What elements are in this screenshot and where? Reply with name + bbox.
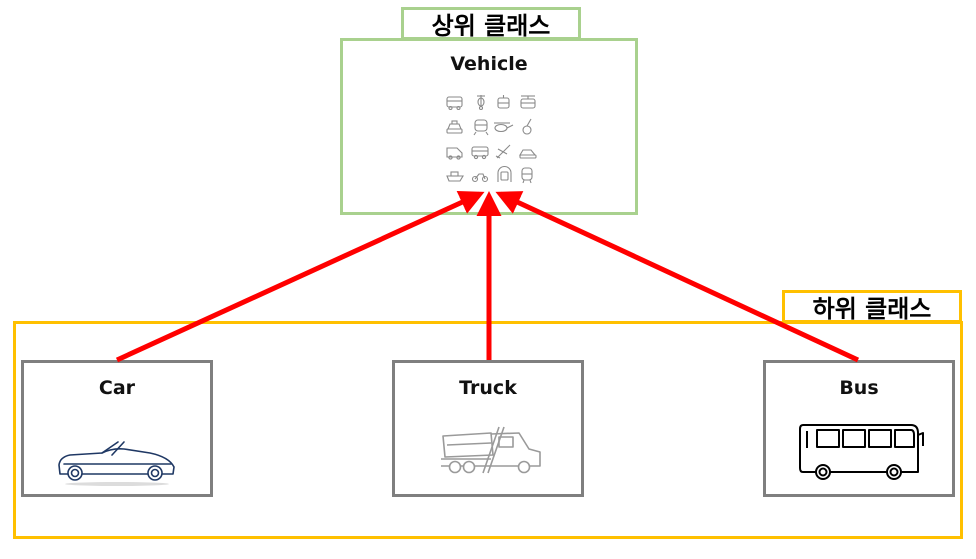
truck-box: Truck [392, 360, 584, 497]
helicopter-icon [494, 122, 514, 133]
bus-title: Bus [839, 377, 879, 399]
motorcycle-icon [471, 173, 489, 183]
van-icon [446, 147, 463, 160]
bus-box: Bus [763, 360, 955, 497]
subclass-label-text: 하위 클래스 [812, 295, 932, 323]
taxi-icon [446, 120, 463, 134]
subclass-label: 하위 클래스 [782, 290, 962, 323]
train-icon [473, 119, 489, 136]
superclass-label-text: 상위 클래스 [431, 12, 551, 40]
tram-icon [497, 95, 510, 109]
tunnel-train-icon [497, 165, 512, 182]
vehicle-title: Vehicle [450, 53, 528, 75]
minibus-icon [471, 146, 489, 160]
airplane-icon [495, 144, 511, 159]
car-title: Car [98, 377, 136, 399]
bus-icon [446, 96, 463, 111]
subway-icon [521, 167, 533, 184]
vehicle-box: Vehicle [340, 38, 638, 215]
bus-icon [799, 424, 924, 480]
superclass-label: 상위 클래스 [401, 7, 581, 40]
ship-icon [446, 171, 464, 182]
unicycle-icon [522, 118, 532, 135]
vehicle-icons-grid [446, 95, 537, 184]
car-icon [519, 149, 537, 159]
dump-truck-icon [441, 426, 541, 474]
truck-title: Truck [459, 377, 517, 399]
car-box: Car [21, 360, 213, 497]
cable-car-icon [520, 95, 536, 109]
convertible-car-icon [58, 441, 175, 486]
scooter-icon [477, 95, 485, 111]
